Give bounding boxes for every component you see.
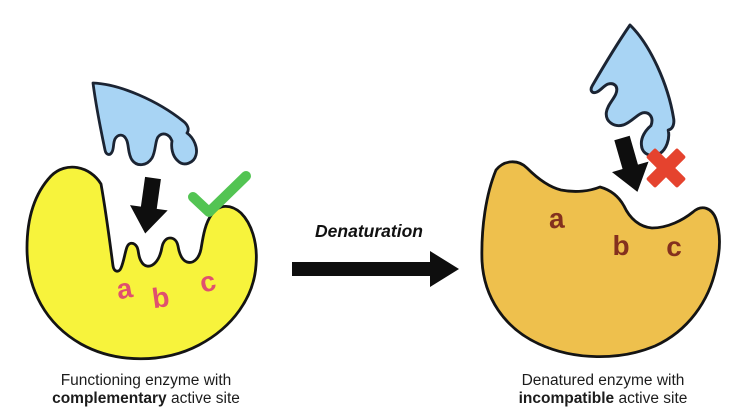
caption-left-emphasis: complementary: [52, 390, 167, 407]
denaturation-label: Denaturation: [315, 221, 423, 241]
active-site-label-b-right: b: [612, 230, 629, 261]
cross-icon: [646, 148, 686, 188]
denaturation-arrow-icon: [292, 251, 459, 287]
denatured-enzyme-shape: [480, 160, 721, 359]
active-site-label-a-right: a: [548, 203, 566, 235]
cross-icon-bar-vertical: [646, 148, 686, 188]
caption-right-emphasis: incompatible: [518, 390, 615, 407]
binding-arrow-left-icon: [126, 175, 172, 237]
substrate-molecule-left: [91, 81, 198, 167]
active-site-label-c-right: c: [666, 231, 682, 262]
active-site-label-b-left: b: [150, 281, 171, 314]
active-site-label-a-left: a: [114, 272, 135, 305]
caption-right-line2-rest: active site: [618, 390, 688, 407]
check-icon: [188, 171, 251, 217]
caption-denatured-enzyme: Denatured enzyme with incompatible activ…: [478, 372, 728, 408]
caption-left-line1: Functioning enzyme with: [60, 372, 232, 389]
functioning-enzyme-shape: [25, 165, 258, 361]
caption-right-line1: Denatured enzyme with: [521, 372, 685, 389]
active-site-label-c-left: c: [196, 265, 219, 299]
substrate-molecule-right: [571, 23, 713, 163]
caption-left-line2-rest: active site: [170, 390, 240, 407]
caption-functioning-enzyme: Functioning enzyme with complementary ac…: [22, 372, 270, 408]
